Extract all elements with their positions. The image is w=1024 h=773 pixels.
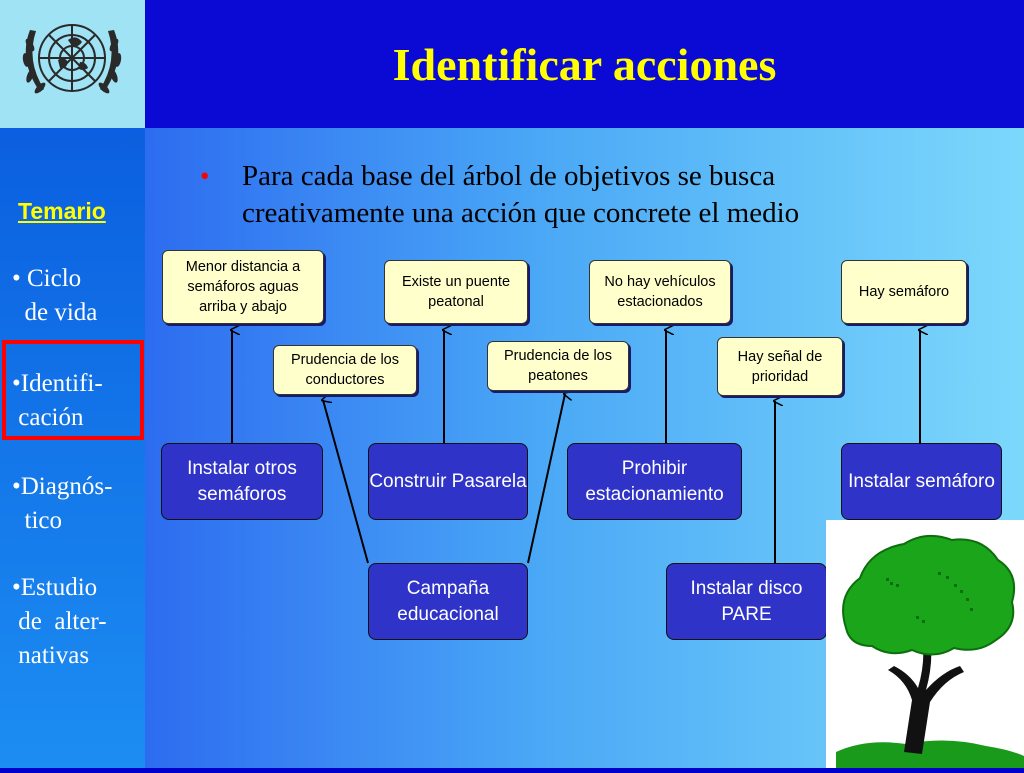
sidebar-item-ciclo-de-vida[interactable]: • Ciclo de vida [12,265,98,326]
condition-box: No hay vehículos estacionados [589,260,731,324]
sidebar-item-identificacion[interactable]: •Identifi- cación [12,370,103,431]
connector-a5-c6 [527,394,565,564]
page-title: Identificar acciones [392,39,777,90]
current-section-highlight [2,340,144,440]
condition-box: Existe un puente peatonal [384,260,528,324]
un-emblem-icon [22,24,122,94]
tree-illustration [826,520,1024,768]
sidebar-heading[interactable]: Temario [18,198,106,224]
sidebar [0,128,145,768]
condition-box: Prudencia de los peatones [487,341,629,391]
condition-box: Hay señal de prioridad [717,337,843,396]
bullet-text: Para cada base del árbol de objetivos se… [242,160,800,229]
action-box: Construir Pasarela [368,443,528,520]
action-box: Instalar semáforo [841,443,1002,520]
condition-box: Menor distancia a semáforos aguas arriba… [162,250,324,324]
tree-icon [836,534,1024,768]
condition-box: Prudencia de los conductores [273,345,417,395]
action-box: Prohibir estacionamiento [567,443,742,520]
logo-panel [0,0,145,128]
sidebar-item-estudio-de-alternativas[interactable]: •Estudio de alter- nativas [12,574,107,669]
action-box: Instalar otros semáforos [161,443,323,520]
bullet-marker: • [200,161,210,191]
action-box: Instalar disco PARE [666,563,827,640]
title-bar [145,0,1024,128]
action-box: Campaña educacional [368,563,528,640]
connector-a5-c5 [323,400,369,564]
sidebar-item-diagnostico[interactable]: •Diagnós- tico [12,473,113,534]
condition-box: Hay semáforo [841,260,967,324]
